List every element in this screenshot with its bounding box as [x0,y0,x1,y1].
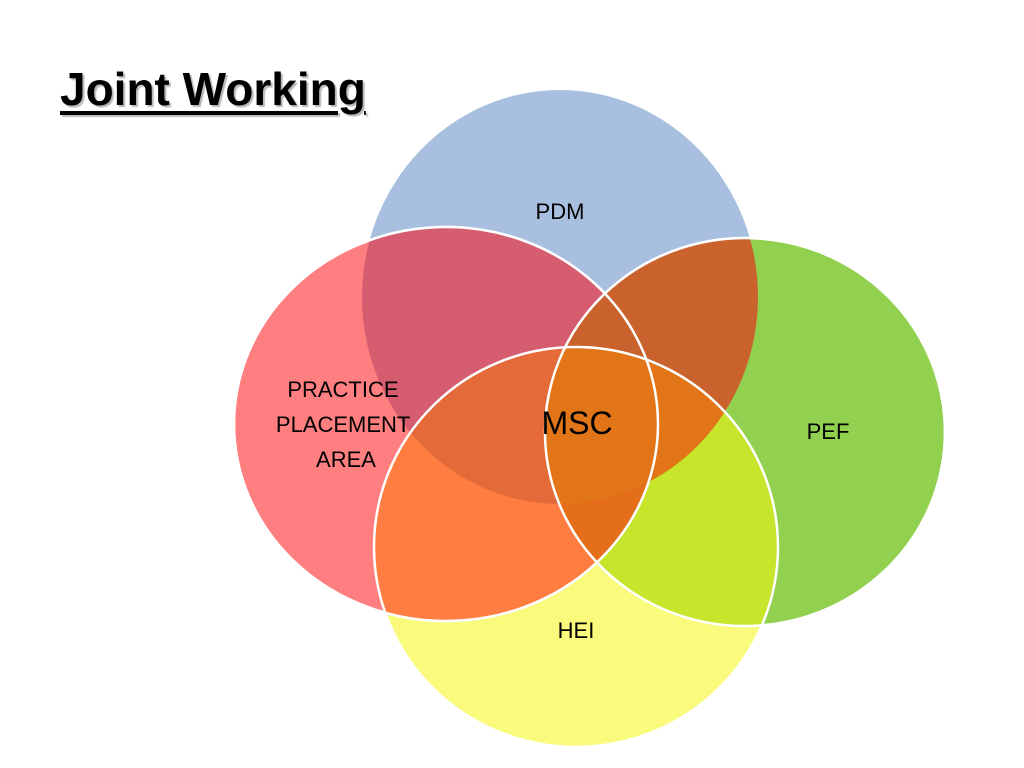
practice-outline [232,225,660,623]
practice-label-line-2: PLACEMENT [276,412,410,437]
hei-outline [372,345,780,749]
pef-outline [543,236,947,628]
pef-label: PEF [807,419,850,444]
practice-label-line-1: PRACTICE [287,377,398,402]
overlap-pdm-pef-hei [545,347,758,504]
overlap-pdm-practice-hei [374,347,658,504]
slide-title: Joint Working [60,63,366,115]
practice-placement-area-label: PRACTICE PLACEMENT AREA [276,377,416,472]
practice-label-line-3: AREA [316,447,376,472]
msc-center-label: MSC [541,405,612,441]
pdm-label: PDM [536,199,585,224]
hei-label: HEI [558,618,595,643]
